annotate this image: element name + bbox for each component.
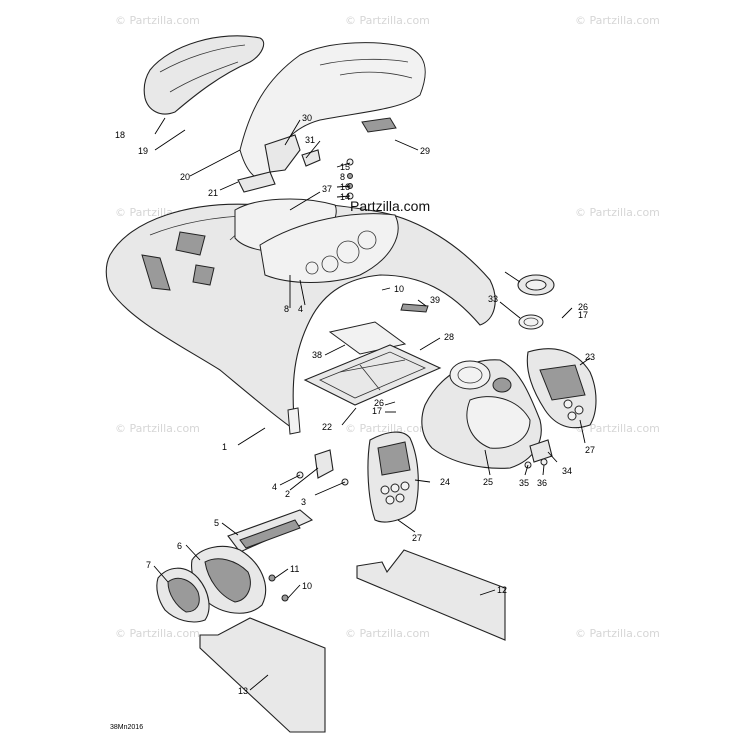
callout-10: 10 — [302, 581, 312, 591]
callout-14: 14 — [340, 192, 350, 202]
part-30-31-brackets — [264, 134, 321, 173]
callout-10: 10 — [394, 284, 404, 294]
callout-19: 19 — [138, 146, 148, 156]
callout-23: 23 — [585, 352, 595, 362]
watermark-layer: © Partzilla.com © Partzilla.com © Partzi… — [115, 14, 660, 640]
watermark: © Partzilla.com — [575, 627, 660, 640]
callout-26: 26 — [374, 398, 384, 408]
callout-11: 11 — [290, 564, 299, 574]
callout-21: 21 — [208, 188, 218, 198]
callout-25: 25 — [483, 477, 493, 487]
callout-39: 39 — [430, 295, 440, 305]
watermark: © Partzilla.com — [575, 206, 660, 219]
watermark: © Partzilla.com — [115, 14, 200, 27]
part-5-grille — [227, 509, 314, 553]
callout-6: 6 — [177, 541, 182, 551]
callout-3: 3 — [301, 497, 306, 507]
part-18-19 — [143, 35, 265, 115]
part-2-3-bracket — [296, 449, 349, 486]
callout-24: 24 — [440, 477, 450, 487]
part-6-grille — [191, 545, 267, 614]
callout-27: 27 — [412, 533, 422, 543]
callout-layer: 1 2 3 4 4 5 6 7 8 8 10 10 11 12 13 14 15… — [115, 113, 595, 696]
callout-35: 35 — [519, 478, 529, 488]
callout-7: 7 — [146, 560, 151, 570]
callout-20: 20 — [180, 172, 190, 182]
callout-26: 26 — [578, 302, 588, 312]
callout-29: 29 — [420, 146, 430, 156]
watermark: © Partzilla.com — [115, 627, 200, 640]
part-12-decal — [356, 549, 506, 641]
callout-1: 1 — [222, 442, 227, 452]
part-34-36-hardware — [524, 439, 553, 469]
callout-34: 34 — [562, 466, 572, 476]
watermark: © Partzilla.com — [575, 14, 660, 27]
callout-16: 16 — [340, 182, 350, 192]
callout-15: 15 — [340, 162, 350, 172]
callout-37: 37 — [322, 184, 332, 194]
watermark: © Partzilla.com — [345, 627, 430, 640]
callout-4: 4 — [272, 482, 277, 492]
diagram-code: 38Mn2016 — [110, 724, 144, 731]
callout-8: 8 — [340, 172, 345, 182]
part-25-console — [421, 359, 542, 469]
part-23-side-panel — [526, 348, 597, 429]
watermark: © Partzilla.com — [575, 422, 660, 435]
callout-22: 22 — [322, 422, 332, 432]
part-13-decal — [199, 617, 326, 733]
watermark: © Partzilla.com — [345, 422, 430, 435]
callout-2: 2 — [285, 489, 290, 499]
callout-36: 36 — [537, 478, 547, 488]
watermark: © Partzilla.com — [115, 422, 200, 435]
watermark: © Partzilla.com — [345, 14, 430, 27]
callout-28: 28 — [444, 332, 454, 342]
callout-30: 30 — [302, 113, 312, 123]
part-32-33-rings — [517, 274, 555, 330]
part-29-clip — [361, 117, 397, 133]
callout-17: 17 — [372, 406, 382, 416]
leader-lines — [153, 117, 591, 691]
part-1-body — [105, 198, 496, 435]
callout-12: 12 — [497, 585, 507, 595]
part-28-tray — [303, 321, 442, 406]
callout-17: 17 — [578, 310, 588, 320]
part-24-side-panel — [367, 431, 419, 523]
callout-18: 18 — [115, 130, 125, 140]
part-21-bracket — [237, 171, 276, 193]
part-10-11-fasteners — [268, 574, 289, 602]
callout-27: 27 — [585, 445, 595, 455]
callout-38: 38 — [312, 350, 322, 360]
callout-33: 33 — [488, 294, 498, 304]
brand-label: Partzilla.com — [350, 198, 430, 214]
callout-4: 4 — [298, 304, 303, 314]
callout-5: 5 — [214, 518, 219, 528]
part-39-strip — [400, 303, 429, 313]
callout-13: 13 — [238, 686, 248, 696]
callout-31: 31 — [305, 135, 315, 145]
part-7-grille — [156, 567, 210, 623]
callout-8: 8 — [284, 304, 289, 314]
